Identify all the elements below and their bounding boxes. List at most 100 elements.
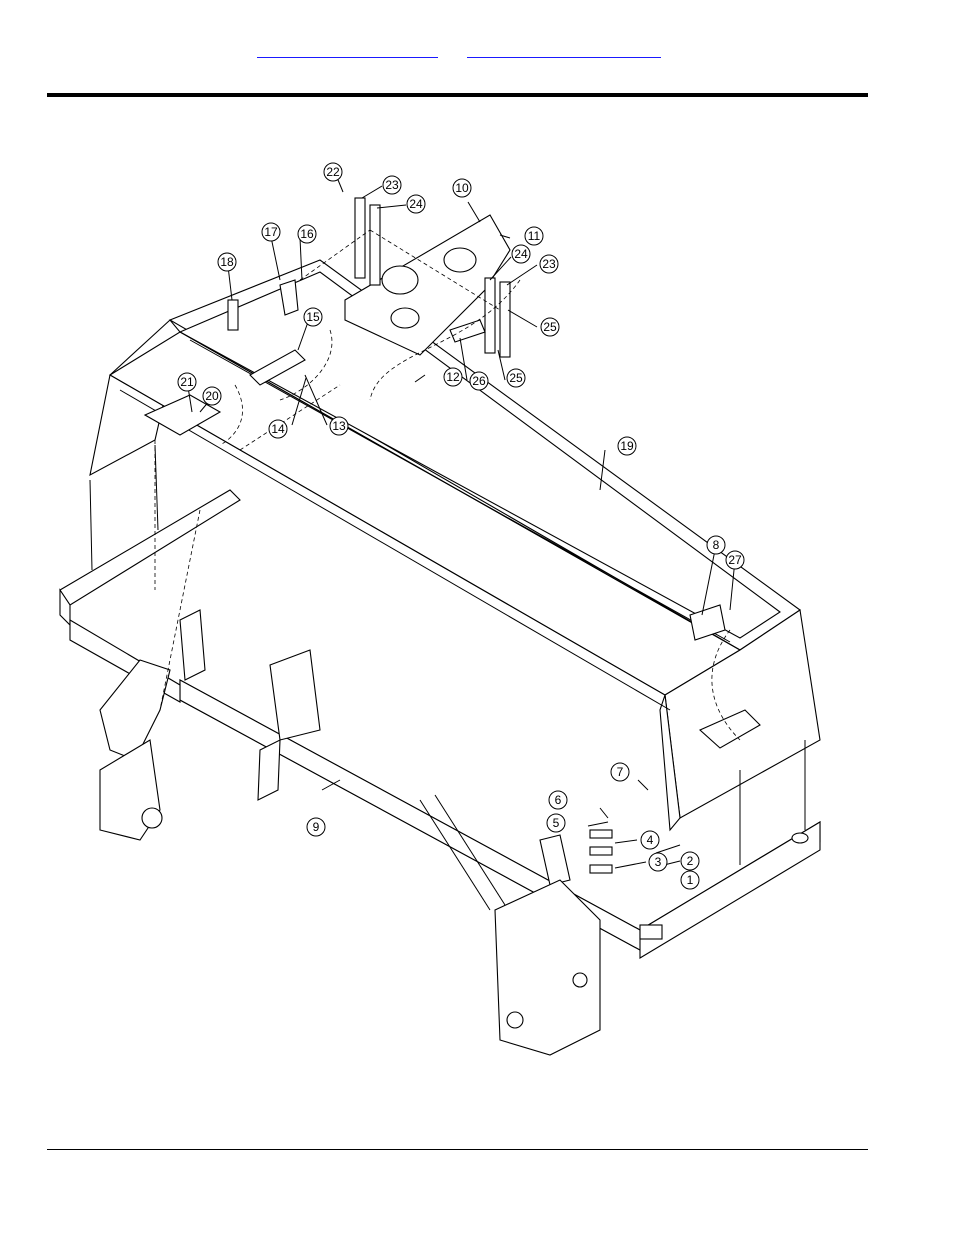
small-brackets [143,279,761,874]
callout-circle [469,371,489,391]
header-link-right[interactable] [467,44,661,58]
callout-7: 7 [610,762,630,782]
callout-18: 18 [217,252,237,272]
callout-2: 2 [680,851,700,871]
callout-label: 11 [528,229,541,243]
callout-label: 1 [687,873,694,887]
callout-5: 5 [546,813,566,833]
callout-label: 10 [455,181,469,195]
header-links [0,30,954,60]
callout-label: 25 [543,320,557,334]
header-link-left[interactable] [257,44,438,58]
callout-label: 23 [542,257,556,271]
leader-lines [187,174,736,869]
callout-21: 21 [177,372,197,392]
callout-24: 24 [406,194,426,214]
callout-circle [539,254,559,274]
side-plate-assembly [299,197,511,358]
callout-label: 16 [300,227,314,241]
callout-circle [540,317,560,337]
callout-label: 19 [620,439,634,453]
callout-label: 5 [553,816,560,830]
callout-circle [297,224,317,244]
callout-3: 3 [648,852,668,872]
callout-label: 26 [472,374,486,388]
callout-25: 25 [506,368,526,388]
callout-label: 21 [180,375,194,389]
callout-label: 24 [514,247,528,261]
callout-27: 27 [725,550,745,570]
callout-label: 4 [647,833,654,847]
callout-label: 25 [509,371,523,385]
callout-circle [217,252,237,272]
callout-13: 13 [329,416,349,436]
callout-label: 22 [326,165,340,179]
callout-19: 19 [617,436,637,456]
callout-circle [306,817,326,837]
footer-rule [47,1149,868,1150]
callout-label: 27 [728,553,742,567]
callout-circle [706,535,726,555]
callout-label: 15 [306,310,320,324]
hopper-body [89,259,821,865]
callout-label: 6 [555,793,562,807]
callout-26: 26 [469,371,489,391]
callout-label: 18 [220,255,234,269]
callout-label: 17 [264,225,278,239]
callout-circle [648,852,668,872]
callout-label: 20 [205,389,219,403]
callout-label: 24 [409,197,423,211]
callout-circle [261,222,281,242]
callout-circle [303,307,323,327]
header-rule [47,93,868,97]
callout-10: 10 [452,178,472,198]
callout-label: 2 [687,854,694,868]
callout-23: 23 [382,175,402,195]
callout-15: 15 [303,307,323,327]
callout-16: 16 [297,224,317,244]
callout-label: 7 [617,765,624,779]
callout-circle [382,175,402,195]
callout-24: 24 [511,244,531,264]
callout-25: 25 [540,317,560,337]
callout-label: 23 [385,178,399,192]
callout-circle [725,550,745,570]
callout-circle [524,226,544,246]
frame [59,489,821,1056]
callout-4: 4 [640,830,660,850]
callout-circle [329,416,349,436]
callout-circle [680,870,700,890]
callout-circle [548,790,568,810]
callout-circle [177,372,197,392]
callout-11: 11 [524,226,544,246]
callout-22: 22 [323,162,343,182]
callout-8: 8 [706,535,726,555]
callout-20: 20 [202,386,222,406]
callout-label: 9 [313,820,320,834]
callout-circle [443,367,463,387]
callout-label: 12 [446,370,460,384]
callout-circle [680,851,700,871]
callout-14: 14 [268,419,288,439]
callout-1: 1 [680,870,700,890]
callout-circle [202,386,222,406]
callout-circle [268,419,288,439]
callout-circle [323,162,343,182]
callout-circle [640,830,660,850]
callout-circle [452,178,472,198]
callout-label: 14 [271,422,285,436]
callout-12: 12 [443,367,463,387]
callout-circle [610,762,630,782]
callout-9: 9 [306,817,326,837]
callout-label: 13 [332,419,346,433]
callout-circle [406,194,426,214]
callout-circle [546,813,566,833]
callout-6: 6 [548,790,568,810]
callout-circle [617,436,637,456]
callout-circle [511,244,531,264]
callout-23: 23 [539,254,559,274]
callouts: 1234567891011121314151617181920212223232… [177,162,745,890]
callout-circle [506,368,526,388]
callout-label: 3 [655,855,662,869]
